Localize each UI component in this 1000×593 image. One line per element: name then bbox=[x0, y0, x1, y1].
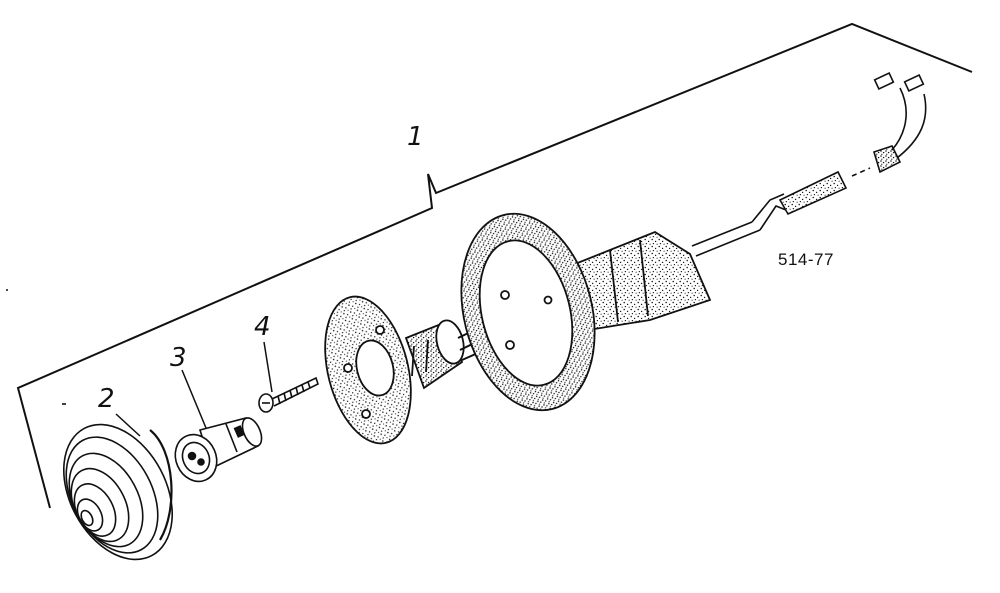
bulb bbox=[174, 417, 263, 483]
callout-4-screw: 4 bbox=[254, 312, 271, 342]
wiring-harness bbox=[691, 72, 927, 257]
callout-3-bulb: 3 bbox=[170, 343, 187, 373]
callout-2-lens: 2 bbox=[98, 384, 115, 414]
lamp-housing bbox=[460, 212, 712, 412]
mounting-plate bbox=[324, 295, 465, 445]
stray-dot bbox=[6, 289, 8, 291]
figure-reference-number: 514-77 bbox=[778, 250, 834, 269]
screw bbox=[258, 376, 319, 413]
assembly-bracket bbox=[16, 22, 973, 509]
callout-leaders bbox=[115, 341, 273, 437]
callout-1-assembly: 1 bbox=[407, 122, 424, 152]
lens bbox=[62, 423, 174, 561]
